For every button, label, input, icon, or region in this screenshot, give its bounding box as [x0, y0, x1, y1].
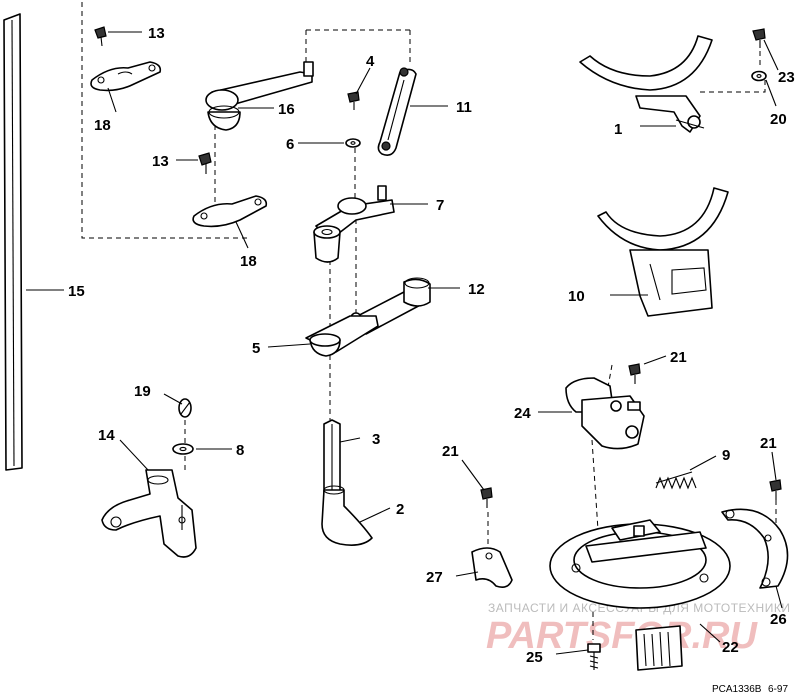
- callout-26: 26: [770, 611, 787, 628]
- phantom-lines: [81, 2, 777, 640]
- callout-5: 5: [252, 340, 260, 357]
- callout-24: 24: [514, 405, 531, 422]
- screw-part: [347, 91, 360, 110]
- retainer-part: [192, 195, 268, 228]
- callouts: 1 2 3 4 5 6 7 8 9 10 11 12 13 13 14 15 1…: [68, 25, 795, 666]
- drawing-code: PCA1336B 6-97: [712, 684, 788, 695]
- callout-4: 4: [366, 53, 375, 70]
- link-lever-part: [313, 185, 395, 263]
- callout-19: 19: [134, 383, 151, 400]
- screw-part: [587, 643, 601, 670]
- leader-lines: [26, 31, 783, 655]
- callout-8: 8: [236, 442, 244, 459]
- callout-7: 7: [436, 197, 444, 214]
- callout-21-sensor: 21: [670, 349, 687, 366]
- callout-21-clamp: 21: [442, 443, 459, 460]
- callout-13-top: 13: [148, 25, 165, 42]
- callout-27: 27: [426, 569, 443, 586]
- washer-part: [172, 443, 194, 455]
- screw-part: [178, 398, 192, 418]
- callout-20: 20: [770, 111, 787, 128]
- shaft-part: [323, 419, 341, 493]
- screw-part: [628, 363, 641, 384]
- callout-21-arc: 21: [760, 435, 777, 452]
- callout-10: 10: [568, 288, 585, 305]
- support-bracket-part: [101, 469, 197, 558]
- retainer-part: [90, 61, 162, 92]
- screw-part: [94, 26, 107, 47]
- clamp-part: [471, 547, 513, 588]
- washer-part: [751, 70, 767, 82]
- callout-15: 15: [68, 283, 85, 300]
- drawing-code-text: PCA1336B: [712, 684, 762, 695]
- sensor-bracket-part: [565, 377, 645, 450]
- link-part: [377, 67, 417, 156]
- callout-6: 6: [286, 136, 294, 153]
- screw-part: [198, 152, 212, 174]
- cam-follower-part: [321, 485, 373, 546]
- callout-23: 23: [778, 69, 795, 86]
- screw-part: [752, 28, 766, 48]
- callout-9: 9: [722, 447, 730, 464]
- callout-2: 2: [396, 501, 404, 518]
- callout-1: 1: [614, 121, 622, 138]
- callout-13-lower: 13: [152, 153, 169, 170]
- lever-arm-part: [305, 315, 379, 357]
- callout-14: 14: [98, 427, 115, 444]
- throttle-cam-part: [597, 187, 729, 317]
- spring-part: [655, 471, 697, 490]
- callout-11: 11: [456, 99, 472, 116]
- timer-base-ring-part: [549, 519, 731, 671]
- rod-part: [3, 13, 23, 471]
- callout-18-top: 18: [94, 117, 111, 134]
- callout-16: 16: [278, 101, 295, 118]
- bracket-ring-part: [579, 35, 713, 133]
- callout-3: 3: [372, 431, 380, 448]
- screw-part: [769, 479, 782, 500]
- screw-part: [480, 487, 493, 508]
- callout-25: 25: [526, 649, 543, 666]
- callout-18-lower: 18: [240, 253, 257, 270]
- washer-part: [345, 138, 361, 148]
- callout-12: 12: [468, 281, 485, 298]
- arc-bracket-part: [721, 508, 789, 589]
- drawing-date-text: 6-97: [768, 684, 788, 695]
- callout-22: 22: [722, 639, 739, 656]
- crank-lever-part: [205, 61, 314, 131]
